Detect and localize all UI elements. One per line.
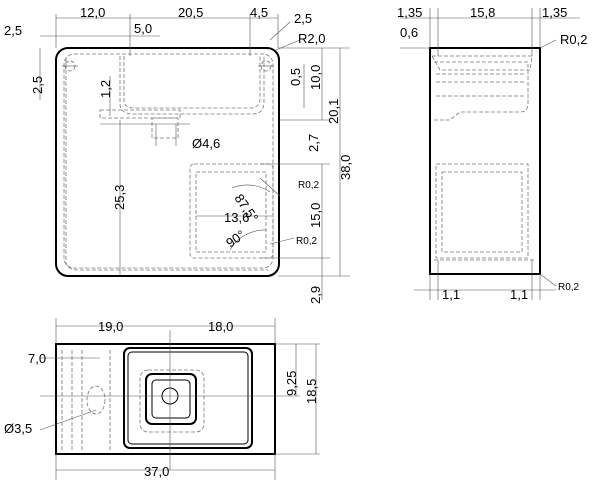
front-cabinet-inner (195, 171, 267, 253)
dim-1-1-right: 1,1 (510, 287, 528, 302)
dim-r0-2-side: R0,2 (558, 282, 580, 293)
dim-12: 12,0 (80, 5, 105, 20)
dim-4-5: 4,5 (250, 5, 268, 20)
dim-2-5-right: 2,5 (294, 11, 312, 26)
dim-2-9: 2,9 (308, 286, 323, 304)
top-mount-hole (86, 385, 106, 415)
dim-9-25: 9,25 (284, 371, 299, 396)
dim-r0-2-b: R0,2 (296, 236, 318, 247)
angle-arc (231, 184, 271, 193)
dim-leader (539, 273, 557, 287)
dim-leader (39, 409, 97, 431)
top-hidden-lines (61, 350, 111, 450)
dim-leader (275, 39, 301, 51)
dim-10: 10,0 (308, 65, 323, 90)
dim-1-1-left: 1,1 (442, 287, 460, 302)
top-drain-hidden (139, 369, 205, 433)
dim-leader (539, 39, 557, 49)
front-basin-hidden (123, 56, 261, 109)
dim-18: 18,0 (208, 319, 233, 334)
dim-25-3: 25,3 (112, 185, 127, 210)
front-basin-hidden-2 (119, 56, 265, 115)
dim-2-5-left: 2,5 (30, 76, 45, 94)
front-wall-hidden (65, 58, 268, 271)
side-top-hidden (431, 55, 533, 71)
dim-leader (269, 21, 291, 41)
top-drain-inner (151, 379, 191, 419)
dim-37: 37,0 (144, 464, 169, 479)
dim-15: 15,0 (308, 203, 323, 228)
side-basin-hidden (434, 61, 529, 121)
dim-20-5: 20,5 (178, 5, 203, 20)
dim-1-35-right: 1,35 (542, 5, 567, 20)
dim-19: 19,0 (98, 319, 123, 334)
dim-38: 38,0 (338, 155, 353, 180)
front-view: 12,0 20,5 4,5 2,5 2,5 5,0 R2,0 2,5 1,2 0… (4, 5, 353, 304)
dim-15-8: 15,8 (470, 5, 495, 20)
dim-leader (269, 237, 295, 245)
front-body-outline (55, 47, 280, 277)
top-basin-outline (123, 347, 253, 449)
dim-0-5: 0,5 (288, 68, 303, 86)
side-view: 1,35 15,8 1,35 0,6 R0,2 1,1 1,1 R0,2 (397, 5, 587, 302)
dim-r0-2-a: R0,2 (298, 180, 320, 191)
dim-r2: R2,0 (298, 31, 325, 46)
angle-90: 90° (223, 227, 248, 251)
angle-arc (229, 229, 267, 251)
dim-1-35-left: 1,35 (397, 5, 422, 20)
side-body-outline (429, 47, 541, 275)
top-basin-inner (127, 351, 249, 445)
front-cabinet-hidden (189, 163, 274, 259)
dim-18-5: 18,5 (304, 379, 319, 404)
front-drain-pipe (151, 117, 179, 139)
side-hidden-lines (436, 73, 526, 97)
dim-leader (259, 177, 281, 197)
dim-20-1: 20,1 (326, 99, 341, 124)
top-drain-outer (145, 373, 197, 425)
dim-0-6: 0,6 (400, 25, 418, 40)
dim-dia-3-5: Ø3,5 (4, 421, 32, 436)
top-view: 19,0 18,0 7,0 9,25 18,5 Ø3,5 37,0 (4, 318, 320, 480)
dim-2-5-top: 2,5 (4, 23, 22, 38)
dim-13-6: 13,6 (224, 210, 249, 225)
dim-1-2: 1,2 (98, 80, 113, 98)
dim-5: 5,0 (134, 21, 152, 36)
top-body-outline (55, 343, 276, 455)
front-inner-wall (63, 53, 274, 269)
dim-dia-4-6: Ø4,6 (192, 136, 220, 151)
dim-7: 7,0 (28, 351, 46, 366)
front-drain-slot (99, 109, 181, 119)
dim-r-side: R0,2 (560, 32, 587, 47)
dim-2-7: 2,7 (306, 134, 321, 152)
side-cabinet-hidden (435, 163, 529, 259)
side-cabinet-inner (441, 171, 523, 253)
